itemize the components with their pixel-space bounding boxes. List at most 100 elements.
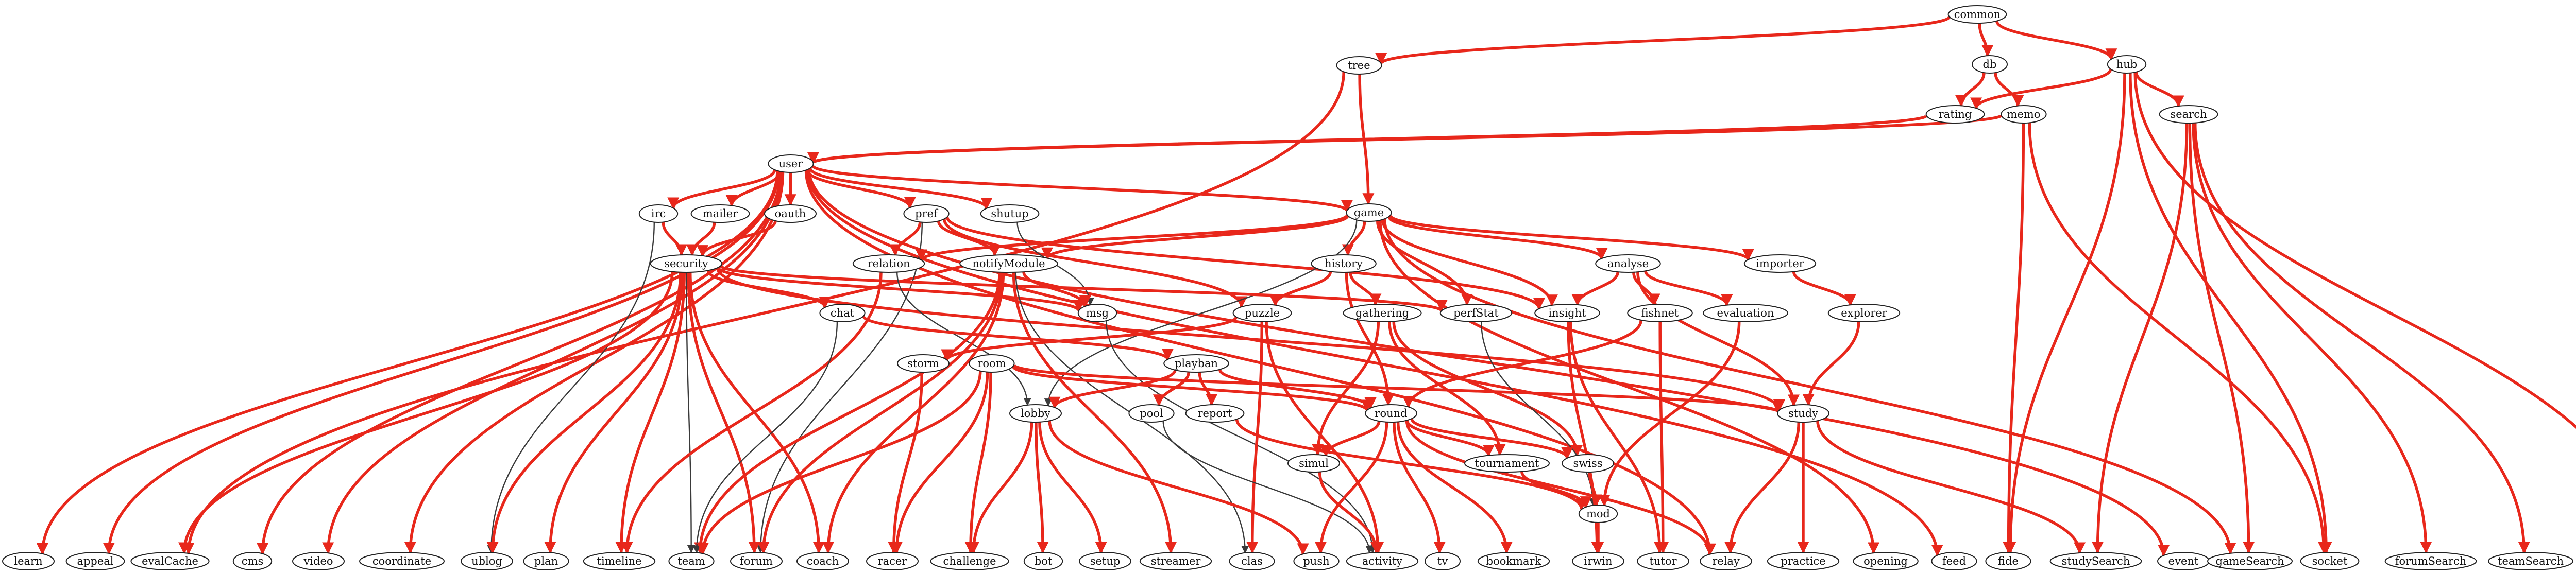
node-shape <box>2488 552 2573 570</box>
node-label: video <box>303 555 333 567</box>
node-label: mailer <box>703 207 738 220</box>
node-label: racer <box>878 555 908 567</box>
node-chat: chat <box>819 304 866 322</box>
node-label: chat <box>831 307 855 319</box>
node-shape <box>1767 552 1840 570</box>
node-timeline: timeline <box>583 552 656 570</box>
node-label: db <box>1983 58 1997 71</box>
node-video: video <box>292 552 345 570</box>
node-label: cms <box>242 555 263 567</box>
node-label: studySearch <box>2062 555 2130 567</box>
edge-notifyModule-to-streamer <box>1012 272 1177 554</box>
edge-room-to-study <box>1012 363 1784 413</box>
edge-study-to-relay <box>1724 422 1801 554</box>
node-label: feed <box>1942 555 1966 567</box>
edge-relation-to-timeline <box>621 272 883 554</box>
node-label: forumSearch <box>2395 555 2467 567</box>
node-shape <box>638 204 679 223</box>
node-hub: hub <box>2107 55 2147 74</box>
node-gameSearch: gameSearch <box>2207 552 2293 570</box>
node-shape <box>523 552 569 570</box>
node-shape <box>2207 552 2293 570</box>
node-label: forum <box>740 555 773 567</box>
edge-security-to-study <box>716 267 1785 412</box>
node-shape <box>1777 404 1829 423</box>
edge-user-to-appeal <box>103 170 780 555</box>
edge-db-to-rating <box>1955 72 1986 107</box>
node-opening: opening <box>1853 552 1919 570</box>
edge-hub-to-socket <box>2129 73 2332 554</box>
node-label: oauth <box>775 207 806 220</box>
edge-fishnet-to-round <box>1402 320 1642 408</box>
node-label: mod <box>1586 508 1610 520</box>
node-push: push <box>1293 552 1340 570</box>
edge-room-to-challenge <box>964 372 992 554</box>
edge-chat-to-playban <box>862 315 1174 361</box>
node-label: msg <box>1086 307 1109 319</box>
node-simul: simul <box>1287 454 1340 473</box>
edge-hub-to-search <box>2134 72 2184 108</box>
node-fishnet: fishnet <box>1627 304 1693 322</box>
node-practice: practice <box>1767 552 1840 570</box>
edge-search-to-teamSearch <box>2193 123 2530 554</box>
node-label: common <box>1954 8 2001 21</box>
edge-user-to-video <box>322 171 783 554</box>
edge-fishnet-to-tutor <box>1657 321 1669 554</box>
node-label: shutup <box>991 207 1028 220</box>
node-setup: setup <box>1079 552 1131 570</box>
node-cms: cms <box>232 552 273 570</box>
node-shape <box>1139 552 1212 570</box>
edge-notifyModule-to-coach <box>822 272 1005 554</box>
node-shape <box>1023 552 1063 570</box>
node-history: history <box>1311 254 1377 273</box>
edge-security-to-chat <box>706 270 831 309</box>
edge-relation-to-lobby <box>896 272 1031 406</box>
edge-simul-to-activity <box>1318 472 1382 554</box>
node-shape <box>1477 552 1550 570</box>
node-label: storm <box>907 357 939 370</box>
node-label: relay <box>1712 555 1740 567</box>
edge-user-to-shutup <box>808 167 993 210</box>
node-notifyModule: notifyModule <box>959 254 1058 273</box>
edge-lobby-to-push <box>1048 421 1309 555</box>
edge-game-to-insight <box>1381 219 1558 307</box>
edge-security-to-evalCache <box>178 271 674 554</box>
node-rating: rating <box>1925 105 1985 124</box>
node-label: notifyModule <box>972 257 1045 270</box>
node-label: gathering <box>1355 307 1409 319</box>
node-shape <box>232 552 273 570</box>
edge-search-to-forumSearch <box>2192 123 2432 554</box>
edge-puzzle-to-activity <box>1265 321 1384 554</box>
node-racer: racer <box>866 552 919 570</box>
edge-user-to-event <box>807 168 2170 557</box>
node-label: team <box>677 555 705 567</box>
node-relation: relation <box>852 254 925 273</box>
edge-notifyModule-to-msg <box>1022 271 1091 308</box>
node-shape <box>583 552 656 570</box>
edge-security-to-team <box>686 272 696 553</box>
node-tutor: tutor <box>1637 552 1689 570</box>
node-label: event <box>2168 555 2199 567</box>
node-round: round <box>1365 404 1417 423</box>
node-shape <box>130 552 210 570</box>
node-perfStat: perfStat <box>1439 304 1513 322</box>
node-label: history <box>1325 257 1363 270</box>
node-security: security <box>650 254 723 273</box>
node-shape <box>1700 552 1752 570</box>
node-label: analyse <box>1607 257 1649 270</box>
node-plan: plan <box>523 552 569 570</box>
edge-game-to-importer <box>1388 214 1754 261</box>
node-shape <box>1595 254 1661 273</box>
node-shape <box>1827 304 1901 322</box>
edge-explorer-to-study <box>1802 321 1860 406</box>
node-streamer: streamer <box>1139 552 1212 570</box>
node-game: game <box>1346 203 1392 222</box>
node-shape <box>1232 304 1292 322</box>
node-activity: activity <box>1346 552 1419 570</box>
node-label: coordinate <box>372 555 431 567</box>
node-label: setup <box>1090 555 1121 567</box>
node-learn: learn <box>2 552 55 570</box>
edge-search-to-studySearch <box>2091 123 2189 554</box>
edge-common-to-tree <box>1375 15 1951 65</box>
node-shape <box>1346 552 1419 570</box>
